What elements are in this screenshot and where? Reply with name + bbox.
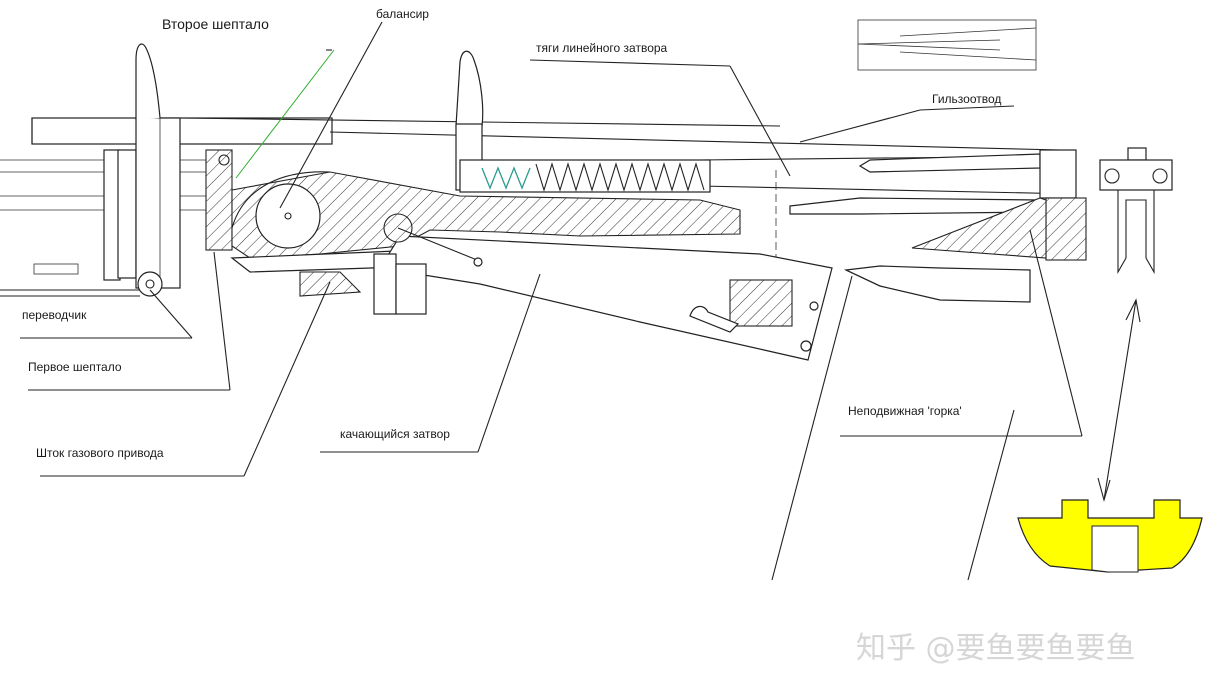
cross-section [1017, 499, 1203, 573]
fixed-ramp-part [843, 197, 1047, 303]
rear-assembly [103, 43, 181, 297]
balancer-disc [255, 183, 321, 249]
label-balancer: балансир [376, 7, 429, 21]
inset-sketch-top [857, 19, 1037, 71]
label-fixed-ramp: Неподвижная 'горка' [848, 404, 962, 418]
first-sear-part [205, 149, 233, 251]
bolt-end-view [1099, 147, 1173, 275]
leader-lines [20, 21, 1083, 581]
section-arrows [1097, 298, 1141, 502]
label-first-sear: Первое шептало [28, 360, 122, 374]
label-gas-piston-rod: Шток газового привода [36, 446, 164, 460]
label-linear-bolt-rods: тяги линейного затвора [536, 41, 668, 55]
receiver-body [0, 117, 1061, 297]
selector-wheel [137, 271, 163, 297]
label-second-sear: Второе шептало [162, 16, 269, 32]
barrel [699, 149, 1087, 261]
label-selector: переводчик [22, 308, 87, 322]
swinging-bolt-part [373, 213, 833, 361]
watermark: 知乎 @要鱼要鱼要鱼 [856, 631, 1136, 666]
label-case-deflector: Гильзоотвод [932, 92, 1001, 106]
label-swinging-bolt: качающийся затвор [340, 427, 450, 441]
recoil-spring [459, 159, 711, 193]
